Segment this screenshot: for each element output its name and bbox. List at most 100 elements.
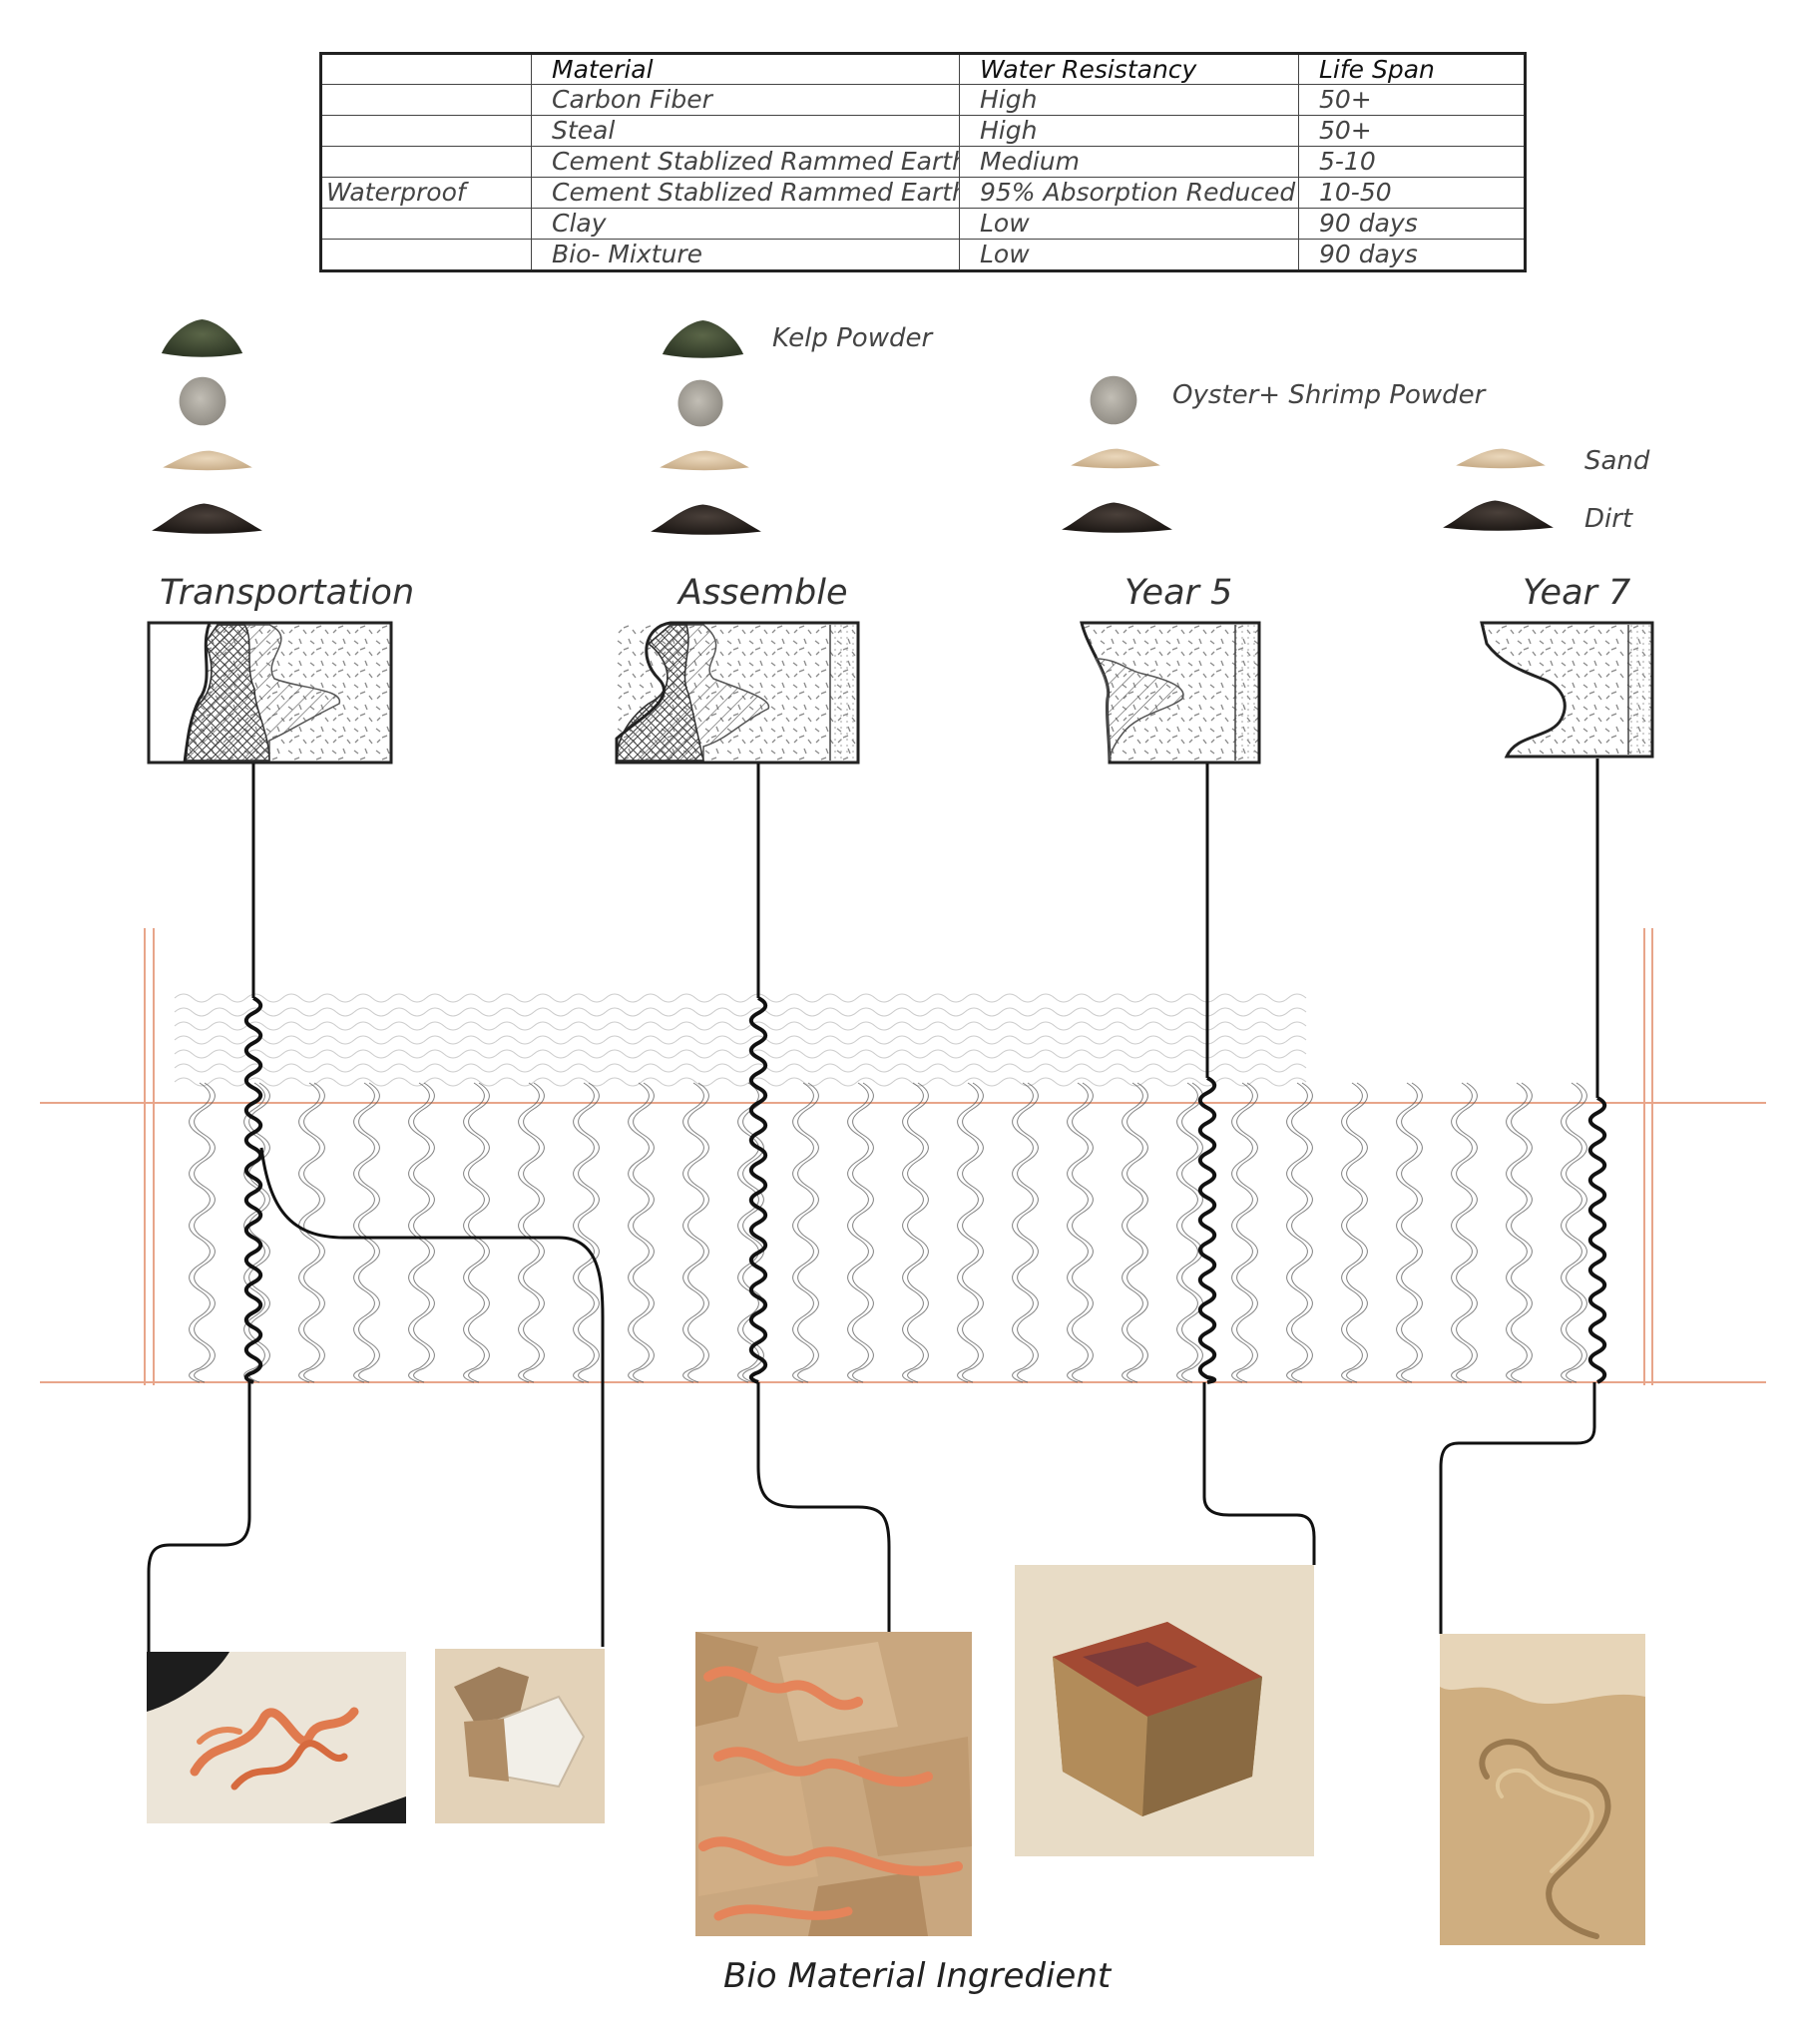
ingredient-label-sand: Sand <box>1584 446 1650 476</box>
fibre-strand <box>628 1082 650 1383</box>
table-row: Bio- Mixture Low 90 days <box>320 238 1526 271</box>
stage-title-transportation: Transportation <box>160 573 415 613</box>
fibre-strand <box>633 1082 655 1383</box>
fibre-strand <box>1286 1082 1308 1383</box>
dirt-pile-icon <box>1443 500 1554 531</box>
table-row: Clay Low 90 days <box>320 207 1526 240</box>
table-row: Carbon Fiber High 50+ <box>320 84 1526 116</box>
fibre-strand <box>413 1082 435 1383</box>
fibre-strand <box>1072 1082 1094 1383</box>
fibre-strand <box>1012 1082 1034 1383</box>
sand-pile-icon <box>660 450 749 471</box>
table-cell: 90 days <box>1298 207 1526 240</box>
table-cell: Steal <box>531 114 960 147</box>
photo-fragments-collage <box>695 1632 972 1936</box>
connector-lines <box>147 759 1599 1652</box>
oyster-shrimp-powder-pile-icon <box>677 379 723 427</box>
fibre-strand <box>1291 1082 1313 1383</box>
table-cell: Low <box>959 207 1299 240</box>
photo-clay-print <box>147 1652 406 1823</box>
fibre-strand <box>1181 1082 1203 1383</box>
kelp-powder-pile-icon <box>662 319 744 358</box>
fibre-strand <box>797 1082 819 1383</box>
table-cell: High <box>959 84 1299 116</box>
highlighted-fibre-strands <box>243 996 1607 1384</box>
table-cell: 10-50 <box>1298 176 1526 209</box>
table-cell: Waterproof <box>320 176 532 209</box>
table-cell: 5-10 <box>1298 145 1526 178</box>
fibre-strand <box>1236 1082 1258 1383</box>
photo-eroded-brick <box>1015 1565 1314 1856</box>
table-cell: Carbon Fiber <box>531 84 960 116</box>
fibre-mesh-line <box>174 1063 1307 1073</box>
fibre-strand <box>248 1082 270 1383</box>
table-cell: Low <box>959 238 1299 271</box>
fibre-mesh-line <box>174 1021 1307 1031</box>
material-table: Material Water Resistancy Life Span Carb… <box>319 52 1527 272</box>
table-cell: Clay <box>531 207 960 240</box>
table-cell: High <box>959 114 1299 147</box>
table-cell: 50+ <box>1298 114 1526 147</box>
sand-pile-icon <box>1071 448 1160 469</box>
fibre-strand <box>1122 1082 1143 1383</box>
fibre-strand <box>1126 1082 1148 1383</box>
fibre-strand <box>1451 1082 1473 1383</box>
table-cell <box>320 238 532 271</box>
fibre-strand <box>1067 1082 1089 1383</box>
photo-earth-pieces <box>435 1649 605 1823</box>
oyster-shrimp-powder-pile-icon <box>1090 375 1137 425</box>
kelp-powder-pile-icon <box>161 318 243 357</box>
fibre-strand <box>468 1082 490 1383</box>
fibre-strand <box>1511 1082 1533 1383</box>
fibre-mesh-line <box>174 1077 1307 1087</box>
table-cell: Cement Stablized Rammed Earth <box>531 145 960 178</box>
fibre-strand <box>1506 1082 1528 1383</box>
sand-pile-icon <box>163 450 252 471</box>
fibre-strand <box>1561 1082 1582 1383</box>
fibre-strand <box>852 1082 874 1383</box>
highlighted-fibre-strand <box>1587 1096 1607 1384</box>
table-header: Water Resistancy <box>959 53 1299 85</box>
table-row: Cement Stablized Rammed Earth Medium 5-1… <box>320 145 1526 178</box>
fibre-mesh-line <box>174 1049 1307 1059</box>
highlighted-fibre-strand <box>243 996 263 1384</box>
table-header: Material <box>531 53 960 85</box>
stage-diagram-assemble <box>615 621 860 765</box>
fibre-mesh-line <box>174 993 1307 1003</box>
table-cell: Medium <box>959 145 1299 178</box>
fibre-strand <box>408 1082 430 1383</box>
ingredient-label-oyster: Oyster+ Shrimp Powder <box>1172 380 1486 410</box>
highlighted-fibre-strand <box>1197 1076 1217 1384</box>
stage-title-year-5: Year 5 <box>1125 573 1233 613</box>
table-header <box>320 53 532 85</box>
table-cell: Bio- Mixture <box>531 238 960 271</box>
stage-diagram-year-5 <box>1080 621 1261 765</box>
fibre-strand <box>189 1082 211 1383</box>
fibre-strand <box>353 1082 375 1383</box>
fibre-strand <box>1341 1082 1363 1383</box>
ingredient-label-dirt: Dirt <box>1584 504 1633 534</box>
table-row: Steal High 50+ <box>320 114 1526 147</box>
fibre-strand <box>1401 1082 1423 1383</box>
fibre-strand <box>1566 1082 1587 1383</box>
fibre-strand <box>962 1082 984 1383</box>
table-cell <box>320 114 532 147</box>
fibre-strand <box>847 1082 869 1383</box>
fibre-strand <box>957 1082 979 1383</box>
figure-caption: Bio Material Ingredient <box>723 1956 1112 1996</box>
fibre-strand <box>518 1082 540 1383</box>
stage-diagram-transportation <box>147 621 393 765</box>
table-row: Waterproof Cement Stablized Rammed Earth… <box>320 176 1526 209</box>
fibre-mesh-band <box>174 993 1307 1087</box>
fibre-strand <box>1176 1082 1198 1383</box>
fibre-strand <box>902 1082 924 1383</box>
fibre-strand <box>792 1082 814 1383</box>
fibre-strand <box>1456 1082 1478 1383</box>
fibre-strand <box>1017 1082 1039 1383</box>
table-cell: 50+ <box>1298 84 1526 116</box>
ingredient-label-kelp: Kelp Powder <box>772 323 933 353</box>
fibre-strands <box>189 1082 1587 1383</box>
fibre-strand <box>303 1082 325 1383</box>
fibre-strand <box>907 1082 929 1383</box>
